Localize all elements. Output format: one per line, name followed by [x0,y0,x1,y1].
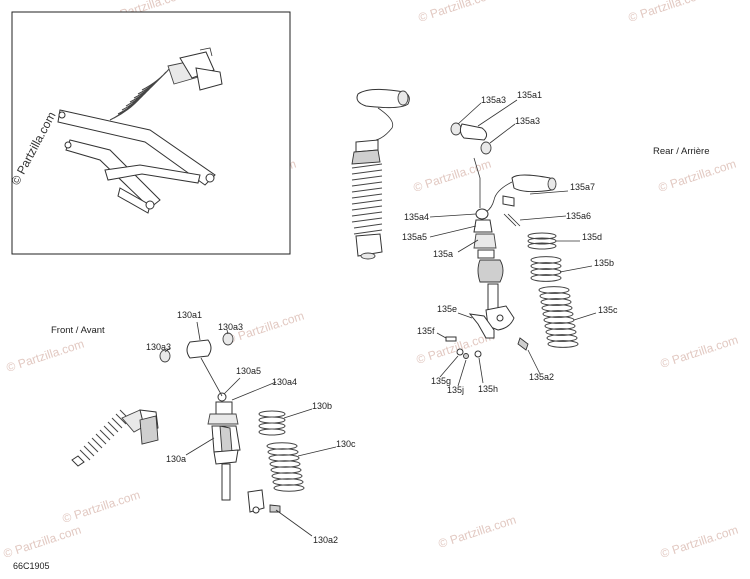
watermark: © Partzilla.com [659,523,740,561]
spring-130b [258,410,286,436]
spring-135b [530,256,562,282]
callout-135f: 135f [417,326,435,336]
callout-130a4: 130a4 [272,377,297,387]
callout-135c: 135c [598,305,618,315]
watermark: © Partzilla.com [627,0,708,25]
callout-135a3: 135a3 [481,95,506,105]
callout-135a4: 135a4 [404,212,429,222]
watermark: © Partzilla.com [437,513,518,551]
watermark: © Partzilla.com [417,0,498,25]
callout-135a2: 135a2 [529,372,554,382]
rear-shock-assembled [351,88,410,260]
callout-130a2: 130a2 [313,535,338,545]
callout-135a: 135a [433,249,453,259]
rear-callouts: 135a3 135a1 135a3 135a7 135a6 135a4 135a… [402,90,618,395]
spring-135d [527,232,557,250]
watermark: © Partzilla.com [5,337,86,375]
spring-135c [538,286,579,348]
callout-130b: 130b [312,401,332,411]
watermark: © Partzilla.com [412,157,493,195]
callout-130a5: 130a5 [236,366,261,376]
callout-130a3: 130a3 [218,322,243,332]
callout-135g: 135g [431,376,451,386]
spring-130c [266,442,305,492]
callout-135a7: 135a7 [570,182,595,192]
callout-135a3: 135a3 [515,116,540,126]
callout-135h: 135h [478,384,498,394]
callout-135a5: 135a5 [402,232,427,242]
front-callouts: 130a1 130a3 130a3 130a5 130a4 130b 130c … [146,310,356,545]
leader-lines [164,99,597,537]
callout-135e: 135e [437,304,457,314]
diagram-code: 66C1905 [13,561,50,571]
front-section-label: Front / Avant [51,325,105,336]
rear-section-label: Rear / Arrière [653,146,710,157]
callout-130a1: 130a1 [177,310,202,320]
watermark: © Partzilla.com [659,333,740,371]
callout-135a6: 135a6 [566,211,591,221]
rear-shock-exploded [445,122,579,359]
front-shock-exploded [159,332,305,514]
callout-135b: 135b [594,258,614,268]
callout-135d: 135d [582,232,602,242]
callout-130a: 130a [166,454,186,464]
callout-130a3: 130a3 [146,342,171,352]
callout-130c: 130c [336,439,356,449]
callout-135a1: 135a1 [517,90,542,100]
watermark: © Partzilla.com [657,157,738,195]
front-shock-assembled [71,409,159,467]
callout-135j: 135j [447,385,464,395]
watermark: © Partzilla.com [61,488,142,526]
inset-suspension-illustration [57,47,223,214]
watermark: © Partzilla.com [2,523,83,561]
